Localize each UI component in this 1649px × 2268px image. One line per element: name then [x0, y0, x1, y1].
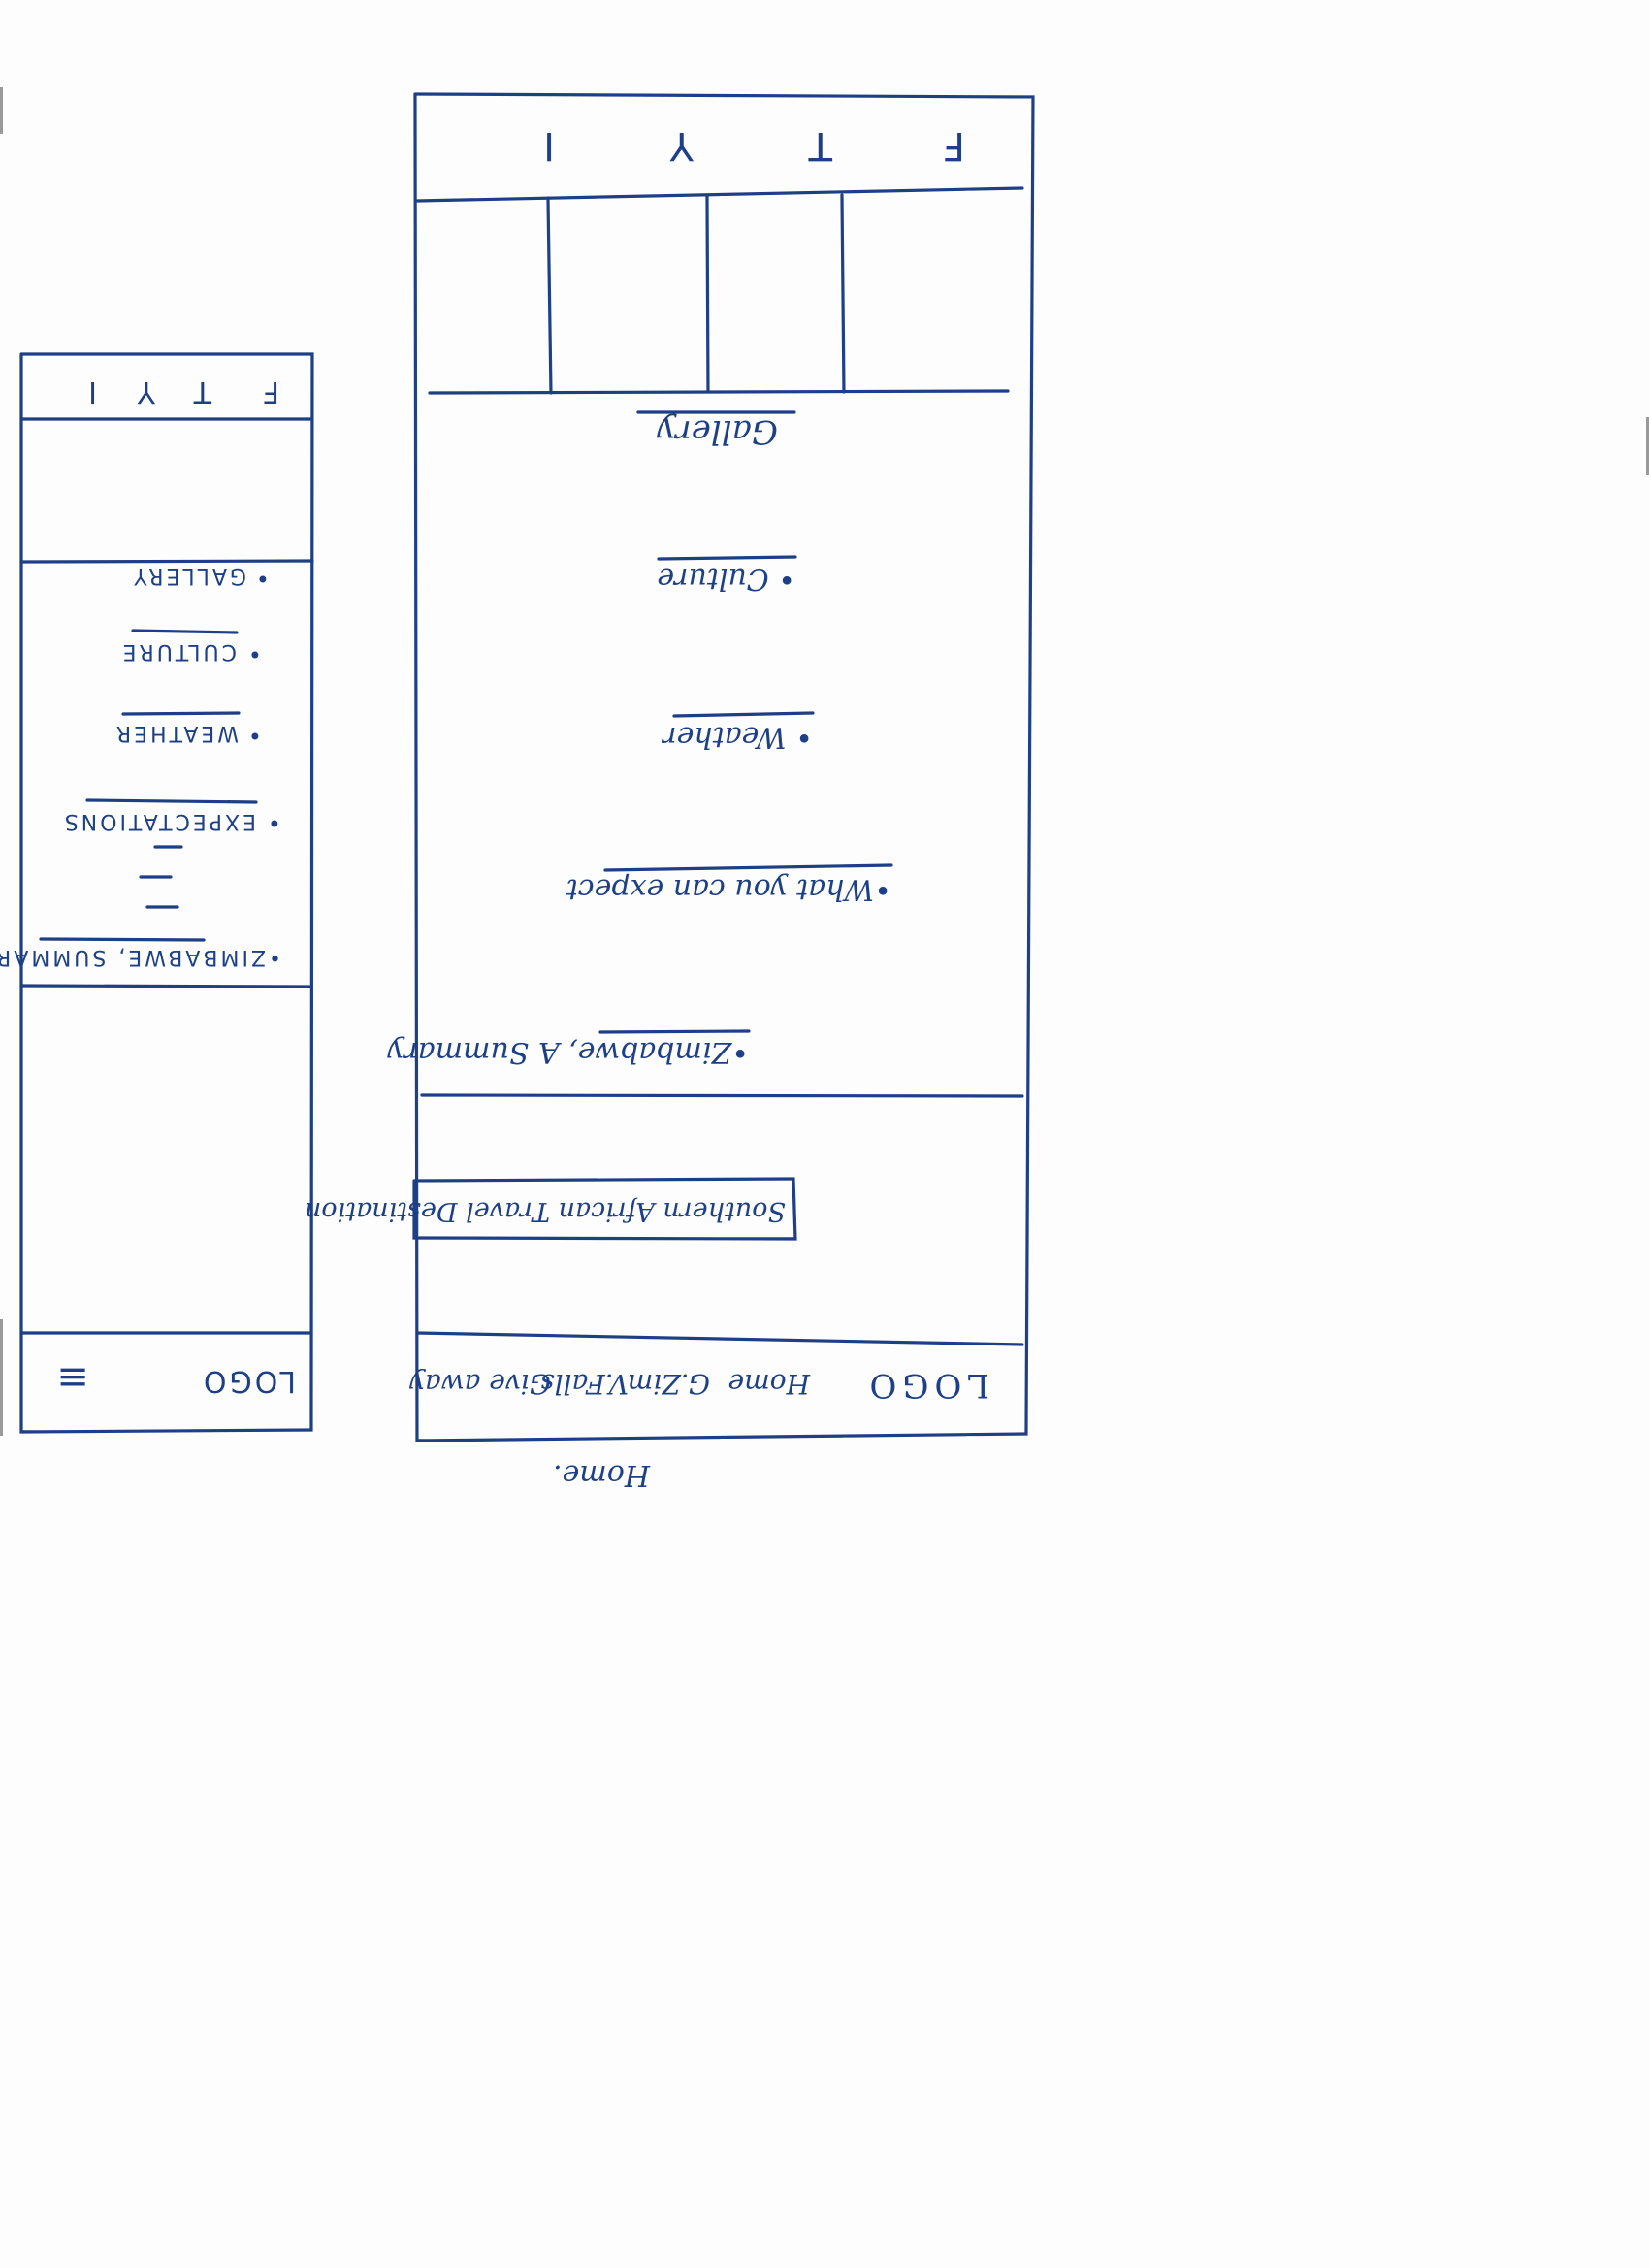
mobile-ul-expect: [85, 798, 258, 804]
desktop-twitter-icon[interactable]: T: [808, 123, 832, 168]
desktop-section-culture[interactable]: • Culture: [657, 562, 795, 596]
mobile-hero-divider: [19, 984, 311, 988]
desktop-nav-giveaway[interactable]: Give away: [409, 1368, 551, 1400]
gallery-divider-a: [546, 196, 553, 395]
desktop-instagram-icon[interactable]: I: [543, 123, 555, 168]
mobile-bullet-culture: •: [247, 640, 262, 667]
desktop-nav-vfalls[interactable]: V.Falls: [540, 1368, 629, 1400]
mobile-twitter-icon[interactable]: T: [193, 374, 211, 408]
mobile-youtube-icon[interactable]: Y: [137, 374, 155, 408]
ul-expect: [603, 863, 893, 872]
mobile-bullet-weather: •: [247, 722, 262, 749]
desktop-section-gallery[interactable]: Gallery: [657, 412, 778, 451]
desktop-youtube-icon[interactable]: Y: [669, 123, 694, 168]
mobile-ul-summary: [39, 937, 206, 942]
mobile-section-weather[interactable]: WEATHER: [113, 721, 239, 745]
ul-culture: [657, 555, 797, 561]
desktop-nav-home[interactable]: Home: [728, 1368, 810, 1400]
hero-tagline-frame: [412, 1177, 797, 1241]
desktop-nav-gzim[interactable]: G.Zim: [627, 1368, 710, 1400]
ul-weather: [672, 711, 815, 718]
mobile-section-summary[interactable]: •ZIMBABWE, SUMMARY: [0, 945, 281, 969]
desktop-hero-divider-line: [420, 1093, 1024, 1098]
mobile-ul-culture: [131, 629, 239, 634]
mobile-section-expect[interactable]: EXPECTATIONS: [61, 809, 256, 833]
hamburger-icon[interactable]: ≡: [56, 1355, 89, 1400]
desktop-outer-frame: [413, 92, 1035, 1442]
mobile-logo: LOGO: [200, 1364, 296, 1398]
desktop-nav-divider-line: [415, 186, 1024, 203]
desktop-section-expect[interactable]: •What you can expect: [566, 872, 891, 906]
mobile-gallery-divider: [19, 559, 314, 564]
desktop-facebook-icon[interactable]: F: [942, 123, 965, 168]
desktop-logo: LOGO: [863, 1366, 990, 1405]
mobile-facebook-icon[interactable]: F: [262, 374, 279, 408]
mobile-bullet-gallery: •: [255, 565, 270, 592]
gallery-divider-c: [840, 193, 846, 394]
mobile-ul-weather: [121, 711, 241, 716]
page-label: Home.: [553, 1458, 650, 1492]
mobile-section-culture[interactable]: CULTURE: [119, 639, 237, 664]
mobile-instagram-icon[interactable]: I: [88, 374, 97, 408]
desktop-section-weather[interactable]: • Weather: [663, 720, 813, 754]
scan-mark-left: [0, 87, 3, 134]
gallery-divider-b: [705, 194, 710, 393]
ul-summary: [598, 1029, 751, 1034]
scan-mark-right: [1646, 417, 1649, 475]
desktop-section-summary[interactable]: •Zimbabwe, A Summary: [387, 1035, 749, 1069]
desktop-gallery-divider-line: [428, 389, 1010, 395]
desktop-footer-divider-line: [415, 1331, 1024, 1346]
hero-tagline: Southern African Travel Destination: [304, 1196, 786, 1226]
scan-mark-left-2: [0, 1319, 3, 1436]
mobile-bullet-expect: •: [267, 809, 281, 836]
mobile-section-gallery[interactable]: GALLERY: [131, 564, 246, 588]
mobile-outer-frame: [19, 352, 314, 1434]
